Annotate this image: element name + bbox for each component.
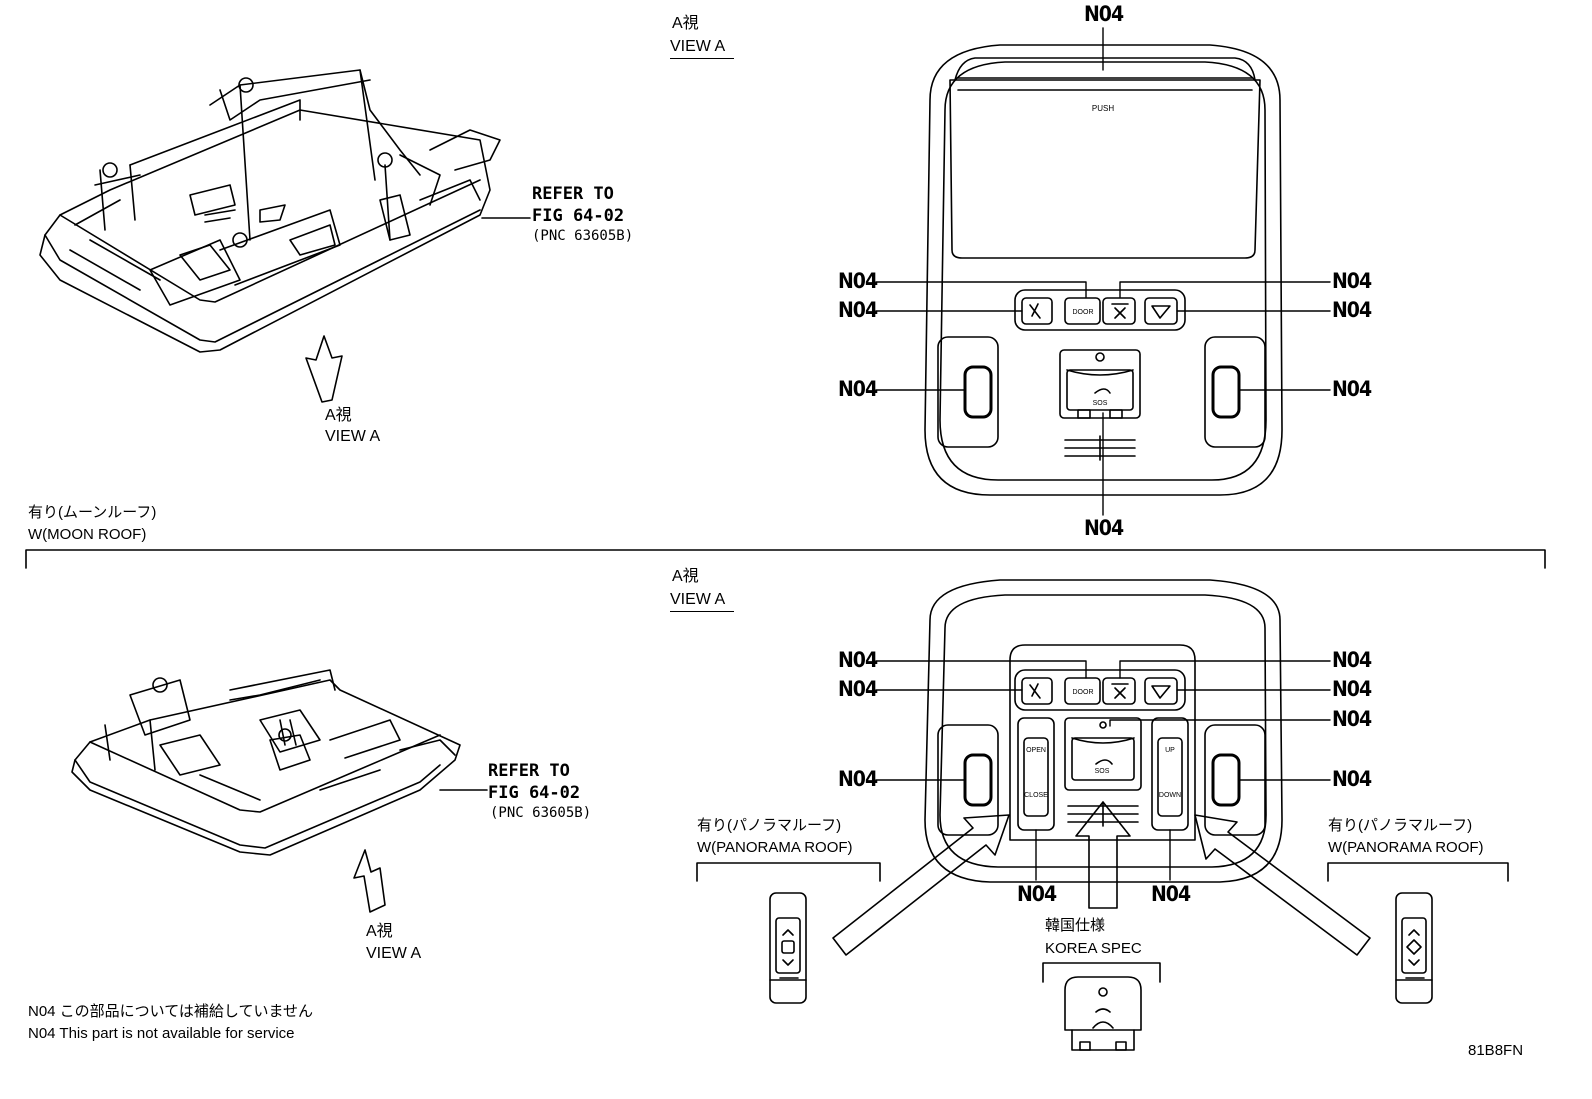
korea-spec-switch — [1064, 976, 1142, 1051]
callout-n04-bot-r4: N04 — [1332, 767, 1372, 791]
fig-ref-bottom: FIG 64-02 — [488, 783, 581, 803]
note-en: N04 This part is not available for servi… — [28, 1025, 295, 1042]
callout-n04-open-close: N04 — [1017, 882, 1057, 906]
callout-leaders-top — [875, 27, 1331, 516]
view-a-label-en-bottom: VIEW A — [366, 945, 422, 962]
pnc-ref-bottom: (PNC 63605B) — [490, 805, 592, 821]
panorama-label-en-right: W(PANORAMA ROOF) — [1328, 839, 1484, 856]
view-a-arrow-top — [305, 335, 343, 403]
callout-n04-bot-r3: N04 — [1332, 707, 1372, 731]
callout-n04-up-down: N04 — [1151, 882, 1191, 906]
korea-arrow — [1075, 801, 1131, 909]
view-a-header-en-bottom: VIEW A — [670, 592, 734, 612]
console-view-a-moonroof — [924, 44, 1283, 496]
right-panorama-arrow — [1194, 814, 1371, 956]
console-assembly-top — [39, 69, 501, 353]
callout-n04-bot-l1: N04 — [838, 648, 878, 672]
callout-n04-top-r2: N04 — [1332, 298, 1372, 322]
console-assembly-bottom — [71, 669, 461, 856]
callout-n04-top-l2: N04 — [838, 298, 878, 322]
view-a-header-en-top: VIEW A — [670, 39, 734, 59]
callout-n04-top-l1: N04 — [838, 269, 878, 293]
view-a-label-jp-bottom: A視 — [366, 923, 393, 940]
view-a-arrow-bottom — [353, 849, 386, 913]
callout-n04-bot-l3: N04 — [838, 767, 878, 791]
refer-to-label-top: REFER TO — [532, 184, 614, 204]
callout-leaders-bottom — [875, 660, 1331, 881]
close-label: CLOSE — [1024, 792, 1048, 799]
push-label: PUSH — [1092, 104, 1114, 113]
refer-to-label-bottom: REFER TO — [488, 761, 570, 781]
panorama-switch-right — [1395, 892, 1433, 1004]
moon-roof-label-jp: 有り(ムーンルーフ) — [28, 504, 157, 521]
open-label: OPEN — [1026, 747, 1046, 754]
panorama-label-en-left: W(PANORAMA ROOF) — [697, 839, 853, 856]
callout-n04-bot-r1: N04 — [1332, 648, 1372, 672]
view-a-header-jp-bottom: A視 — [672, 568, 699, 585]
callout-n04-top-r1: N04 — [1332, 269, 1372, 293]
view-a-label-en-top: VIEW A — [325, 428, 381, 445]
bracket-panorama-left — [696, 862, 881, 882]
diagram-id: 81B8FN — [1468, 1042, 1524, 1059]
pnc-ref-top: (PNC 63605B) — [532, 228, 634, 244]
bracket-panorama-right — [1327, 862, 1509, 882]
moon-roof-label-en: W(MOON ROOF) — [28, 526, 147, 543]
callout-n04-top-r3: N04 — [1332, 377, 1372, 401]
view-a-label-jp-top: A視 — [325, 407, 352, 424]
section-divider — [25, 549, 1546, 569]
korea-spec-label-jp: 韓国仕様 — [1045, 917, 1106, 934]
bracket-korea — [1042, 962, 1161, 983]
callout-n04-top-sos: N04 — [1084, 516, 1124, 540]
up-label: UP — [1165, 747, 1175, 754]
fig-ref-top: FIG 64-02 — [532, 206, 625, 226]
sos-label-bottom: SOS — [1095, 768, 1110, 775]
note-jp: N04 この部品については補給していません — [28, 1003, 314, 1020]
callout-n04-bot-l2: N04 — [838, 677, 878, 701]
callout-n04-top-l3: N04 — [838, 377, 878, 401]
callout-n04-bot-r2: N04 — [1332, 677, 1372, 701]
korea-spec-label-en: KOREA SPEC — [1045, 940, 1142, 957]
panorama-label-jp-right: 有り(パノラマルーフ) — [1328, 817, 1473, 834]
left-panorama-arrow — [832, 814, 1010, 956]
callout-n04-push-panel: N04 — [1084, 2, 1124, 26]
door-label-top: DOOR — [1073, 309, 1094, 316]
down-label: DOWN — [1159, 792, 1181, 799]
view-a-header-jp-top: A視 — [672, 15, 699, 32]
panorama-label-jp-left: 有り(パノラマルーフ) — [697, 817, 842, 834]
panorama-switch-left — [769, 892, 807, 1004]
sos-label-top: SOS — [1093, 400, 1108, 407]
door-label-bottom: DOOR — [1073, 689, 1094, 696]
